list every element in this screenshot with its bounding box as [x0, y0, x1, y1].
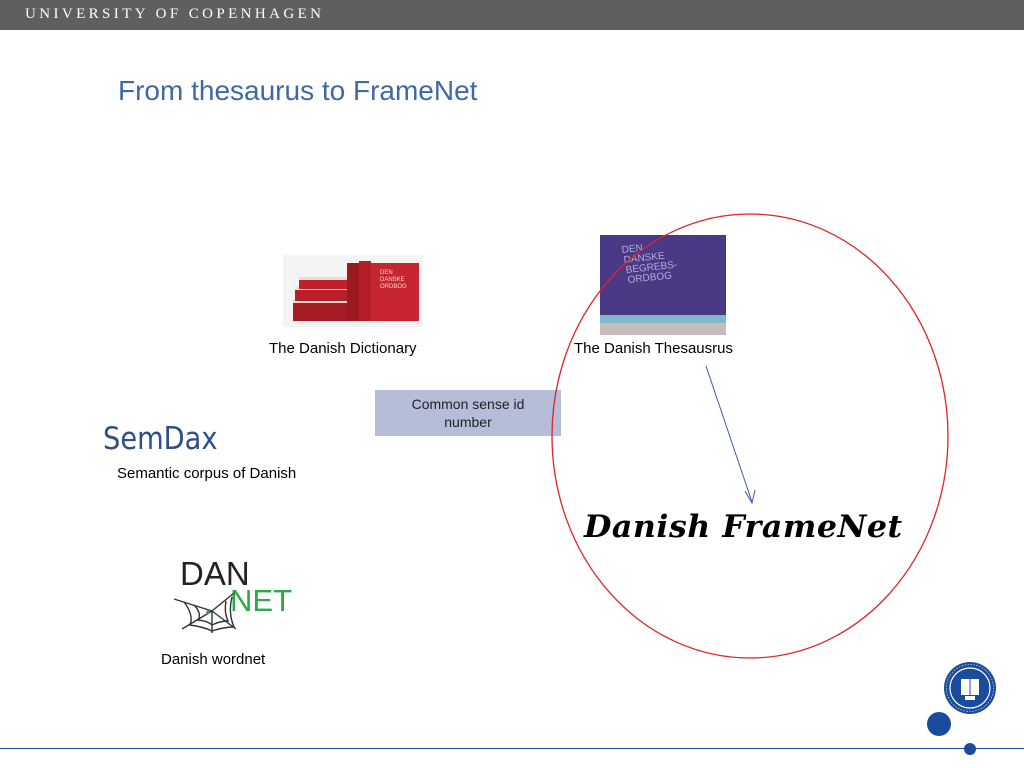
arrow-head-icon	[744, 489, 756, 505]
dictionary-spine-line-2: DANSKE	[380, 277, 405, 283]
dictionary-caption: The Danish Dictionary	[269, 340, 417, 357]
dannet-logo: DAN NET	[173, 555, 292, 633]
dannet-logo-dan: DAN	[180, 555, 250, 592]
slide-title: From thesaurus to FrameNet	[118, 75, 478, 106]
dictionary-spine-line-3: ORDBOG	[380, 284, 407, 290]
web-node-icon	[206, 610, 210, 614]
common-sense-id-label: Common sense id number	[411, 396, 525, 430]
semdax-title: SemDax	[103, 421, 218, 457]
university-seal-icon	[944, 662, 996, 714]
university-name: UNIVERSITY OF COPENHAGEN	[25, 6, 325, 22]
semdax-subtitle: Semantic corpus of Danish	[117, 465, 297, 482]
dannet-logo-net: NET	[230, 583, 292, 618]
danish-thesaurus-image: DEN DANSKE BEGREBS- ORDBOG	[600, 235, 726, 335]
footer-line	[0, 748, 1024, 749]
wordnet-caption: Danish wordnet	[161, 651, 266, 668]
header-bar: UNIVERSITY OF COPENHAGEN	[0, 0, 1024, 30]
danish-dictionary-image: DEN DANSKE ORDBOG	[283, 255, 423, 327]
decorative-dot-small	[964, 743, 976, 755]
thesaurus-to-framenet-arrow	[705, 365, 753, 503]
thesaurus-caption: The Danish Thesausrus	[574, 340, 733, 357]
common-sense-id-box: Common sense id number	[375, 390, 561, 436]
spider-web-icon	[173, 592, 237, 633]
danish-framenet-title: Danish FrameNet	[584, 509, 903, 545]
decorative-dot-large	[927, 712, 951, 736]
dictionary-spine-line-1: DEN	[380, 270, 393, 276]
